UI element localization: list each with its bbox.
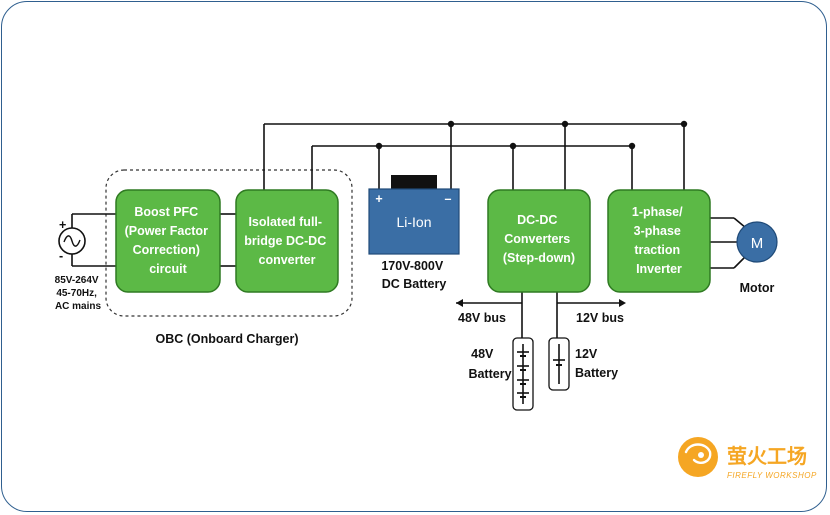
wiring: [71, 123, 747, 338]
motor-icon: [736, 221, 778, 263]
li-ion-battery: + – Li-Ion: [368, 175, 460, 255]
firefly-logo-icon: [678, 437, 718, 477]
ac-source: + -: [58, 218, 86, 263]
motor-label: Motor: [740, 281, 775, 295]
battery-12v-label: 12V Battery: [575, 347, 618, 380]
isolated-dcdc-label: Isolated full- bridge DC-DC converter: [244, 215, 329, 267]
battery-48v-label: 48V Battery: [468, 347, 511, 381]
ac-minus-sign: -: [59, 249, 63, 263]
bus48-label: 48V bus: [458, 311, 506, 325]
firefly-logo: 萤火工场 FIREFLY WORKSHOP: [678, 437, 817, 480]
battery-48v: [512, 337, 534, 411]
logo-en-text: FIREFLY WORKSHOP: [727, 471, 817, 480]
source-label: 85V-264V 45-70Hz, AC mains: [55, 275, 102, 312]
motor-symbol: M: [751, 235, 764, 252]
inverter-label: 1-phase/ 3-phase traction Inverter: [632, 205, 686, 276]
battery-12v: [548, 337, 570, 391]
battery-label: Li-Ion: [396, 214, 431, 230]
obc-label: OBC (Onboard Charger): [155, 332, 298, 346]
bus12-label: 12V bus: [576, 311, 624, 325]
isolated-dcdc-block: [235, 189, 339, 293]
battery-minus-sign: –: [445, 192, 452, 206]
ac-plus-sign: +: [59, 218, 66, 232]
battery-spec-label: 170V-800V DC Battery: [381, 259, 446, 291]
stepdown-dcdc-block: [487, 189, 591, 293]
pfc-block: [115, 189, 221, 293]
stepdown-dcdc-label: DC-DC Converters (Step-down): [503, 213, 575, 265]
battery-plus-sign: +: [375, 192, 382, 206]
junction-dots: [375, 120, 688, 150]
inverter-block: [607, 189, 711, 293]
obc-enclosure: [105, 169, 353, 317]
pfc-block-label: Boost PFC (Power Factor Correction) circ…: [125, 205, 212, 276]
logo-cn-text: 萤火工场: [727, 444, 807, 468]
